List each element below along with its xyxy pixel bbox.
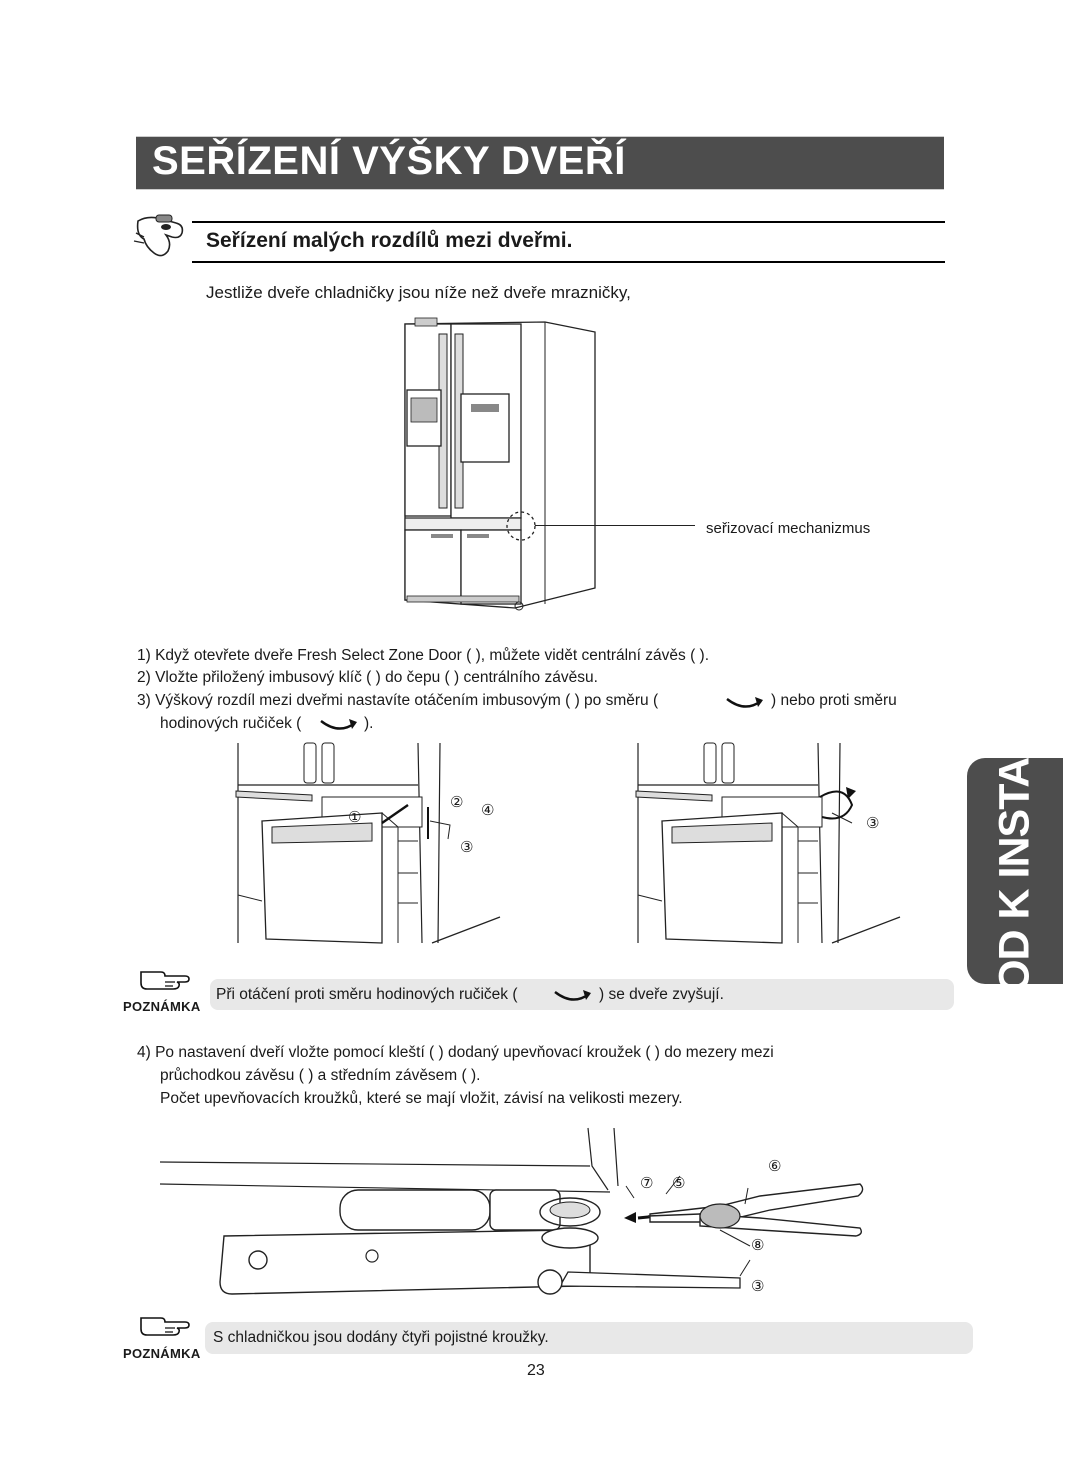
callout-label: seřizovací mechanizmus xyxy=(706,520,871,537)
note-2-box xyxy=(205,1322,973,1354)
marker-3-left: ③ xyxy=(460,839,474,856)
step-3-part-c: hodinových ručiček ( xyxy=(160,715,302,732)
step-3-part-a: 3) Výškový rozdíl mezi dveřmi nastavíte … xyxy=(137,692,659,709)
note-1-text-a: Při otáčení proti směru hodinových ručič… xyxy=(216,986,518,1003)
mascot-hand-icon xyxy=(133,214,184,257)
section-title: Seřízení malých rozdílů mezi dveřmi. xyxy=(206,229,573,252)
marker-4: ④ xyxy=(481,802,495,819)
page-number: 23 xyxy=(527,1362,545,1379)
marker-2: ② xyxy=(450,794,464,811)
step-3-part-d: ). xyxy=(364,715,374,732)
page-title: SEŘÍZENÍ VÝŠKY DVEŘÍ xyxy=(152,139,626,183)
refrigerator-illustration xyxy=(404,317,596,611)
marker-6: ⑥ xyxy=(768,1158,782,1175)
clockwise-arrow-icon xyxy=(726,697,763,708)
hinge-adjust-illustration-left xyxy=(235,742,501,944)
ring-insertion-illustration xyxy=(159,1127,864,1295)
step-1: 1) Když otevřete dveře Fresh Select Zone… xyxy=(137,647,710,664)
hinge-adjust-illustration-right xyxy=(635,742,901,944)
note-1-label: POZNÁMKA xyxy=(123,999,201,1014)
note-pointing-hand-icon-2 xyxy=(140,1317,190,1336)
note-1-text-b: ) se dveře zvyšují. xyxy=(599,986,724,1003)
note-2-label: POZNÁMKA xyxy=(123,1346,201,1361)
step-4-part-c: Počet upevňovacích kroužků, které se maj… xyxy=(160,1090,683,1107)
step-3-part-b: ) nebo proti směru xyxy=(771,692,897,709)
counterclockwise-arrow-icon xyxy=(320,719,357,730)
note-2-text: S chladničkou jsou dodány čtyři pojistné… xyxy=(213,1329,549,1346)
step-4-part-b: průchodkou závěsu ( ) a středním závěsem… xyxy=(160,1067,481,1084)
step-4-part-a: 4) Po nastavení dveří vložte pomocí kleš… xyxy=(137,1044,774,1061)
marker-8: ⑧ xyxy=(751,1237,765,1254)
marker-3-bottom: ③ xyxy=(751,1278,765,1295)
title-bar xyxy=(136,136,944,190)
marker-1: ① xyxy=(348,809,362,826)
note-pointing-hand-icon xyxy=(140,971,190,990)
note-1-box xyxy=(210,979,954,1010)
marker-7: ⑦ xyxy=(640,1175,654,1192)
section-rule-bottom xyxy=(192,261,945,263)
intro-text: Jestliže dveře chladničky jsou níže než … xyxy=(206,283,631,302)
marker-5: ⑤ xyxy=(672,1175,686,1192)
note-counterclockwise-arrow-icon xyxy=(554,990,591,1001)
side-tab-label: NÁVOD K INSTALACI xyxy=(990,661,1039,1081)
side-tab xyxy=(967,758,1063,984)
section-rule-top xyxy=(192,221,945,223)
marker-3-right: ③ xyxy=(866,815,880,832)
step-2: 2) Vložte přiložený imbusový klíč ( ) do… xyxy=(137,669,598,686)
callout-line xyxy=(535,525,695,526)
